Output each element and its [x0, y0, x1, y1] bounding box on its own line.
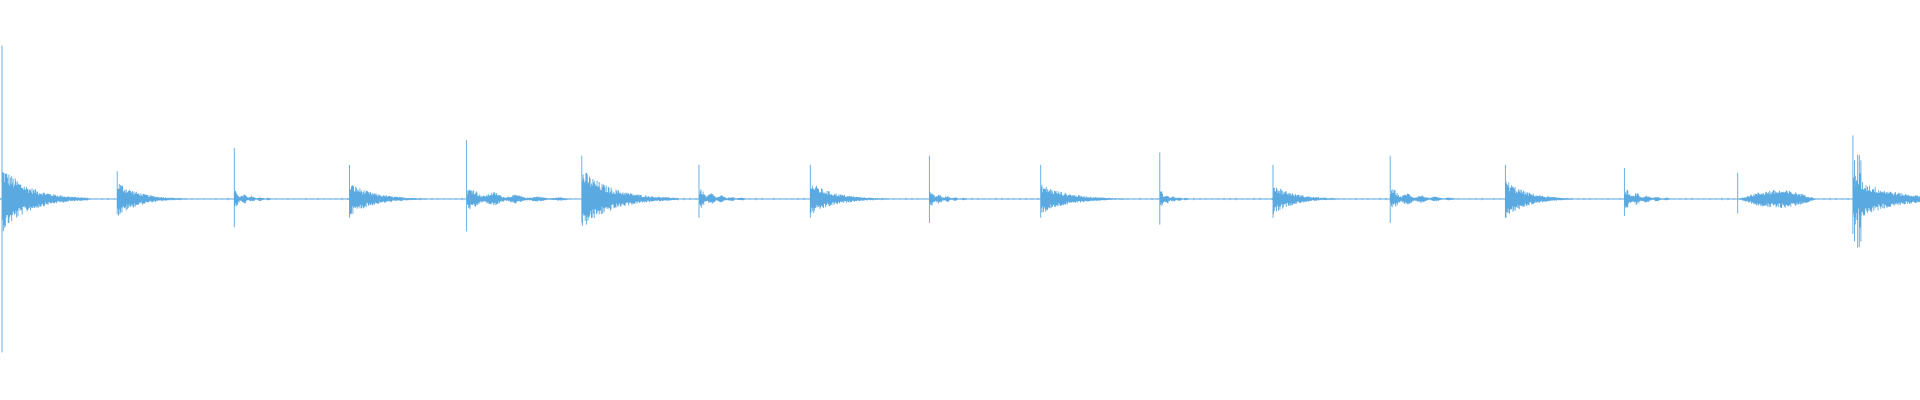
waveform-hit-onset-17	[1852, 135, 1920, 248]
waveform-hit-shape	[1159, 152, 1189, 225]
waveform-hit-shape	[1737, 172, 1818, 214]
waveform-hit-onset-13	[1389, 155, 1458, 223]
waveform-hit-onset-09	[928, 155, 968, 223]
waveform-hit-shape	[1040, 164, 1128, 218]
waveform-hit-shape	[1623, 168, 1673, 217]
waveform-hit-shape	[928, 155, 968, 223]
waveform-hit-onset-05	[466, 140, 572, 232]
waveform-hit-shape	[1852, 135, 1920, 248]
waveform-hit-onset-10	[1040, 164, 1128, 218]
waveform-hit-onset-16	[1737, 172, 1818, 214]
waveform-noise-floor	[0, 197, 1915, 201]
waveform-hit-onset-07	[698, 164, 747, 218]
waveform-hit-onset-04	[349, 164, 427, 218]
waveform-hit-onset-02	[116, 171, 185, 216]
waveform-hits	[0, 45, 1920, 353]
waveform-hit-shape	[1, 45, 89, 353]
waveform-hit-onset-15	[1623, 168, 1673, 217]
waveform-hit-shape	[1389, 155, 1458, 223]
waveform-hit-onset-14	[1504, 164, 1573, 218]
waveform-hit-onset-08	[809, 164, 887, 218]
waveform-hit-onset-01	[1, 45, 89, 353]
waveform-hit-shape	[116, 171, 185, 216]
waveform-hit-shape	[698, 164, 747, 218]
waveform-hit-shape	[1272, 164, 1341, 218]
waveform-hit-shape	[1504, 164, 1573, 218]
waveform-hit-shape	[809, 164, 887, 218]
waveform-hit-shape	[466, 140, 572, 232]
waveform-hit-onset-12	[1272, 164, 1341, 218]
waveform-hit-shape	[233, 147, 273, 228]
waveform-hit-shape	[349, 164, 427, 218]
waveform-hit-onset-03	[233, 147, 273, 228]
waveform-hit-onset-11	[1159, 152, 1189, 225]
waveform-hit-shape	[581, 155, 679, 226]
waveform-hit-onset-06	[581, 155, 679, 226]
